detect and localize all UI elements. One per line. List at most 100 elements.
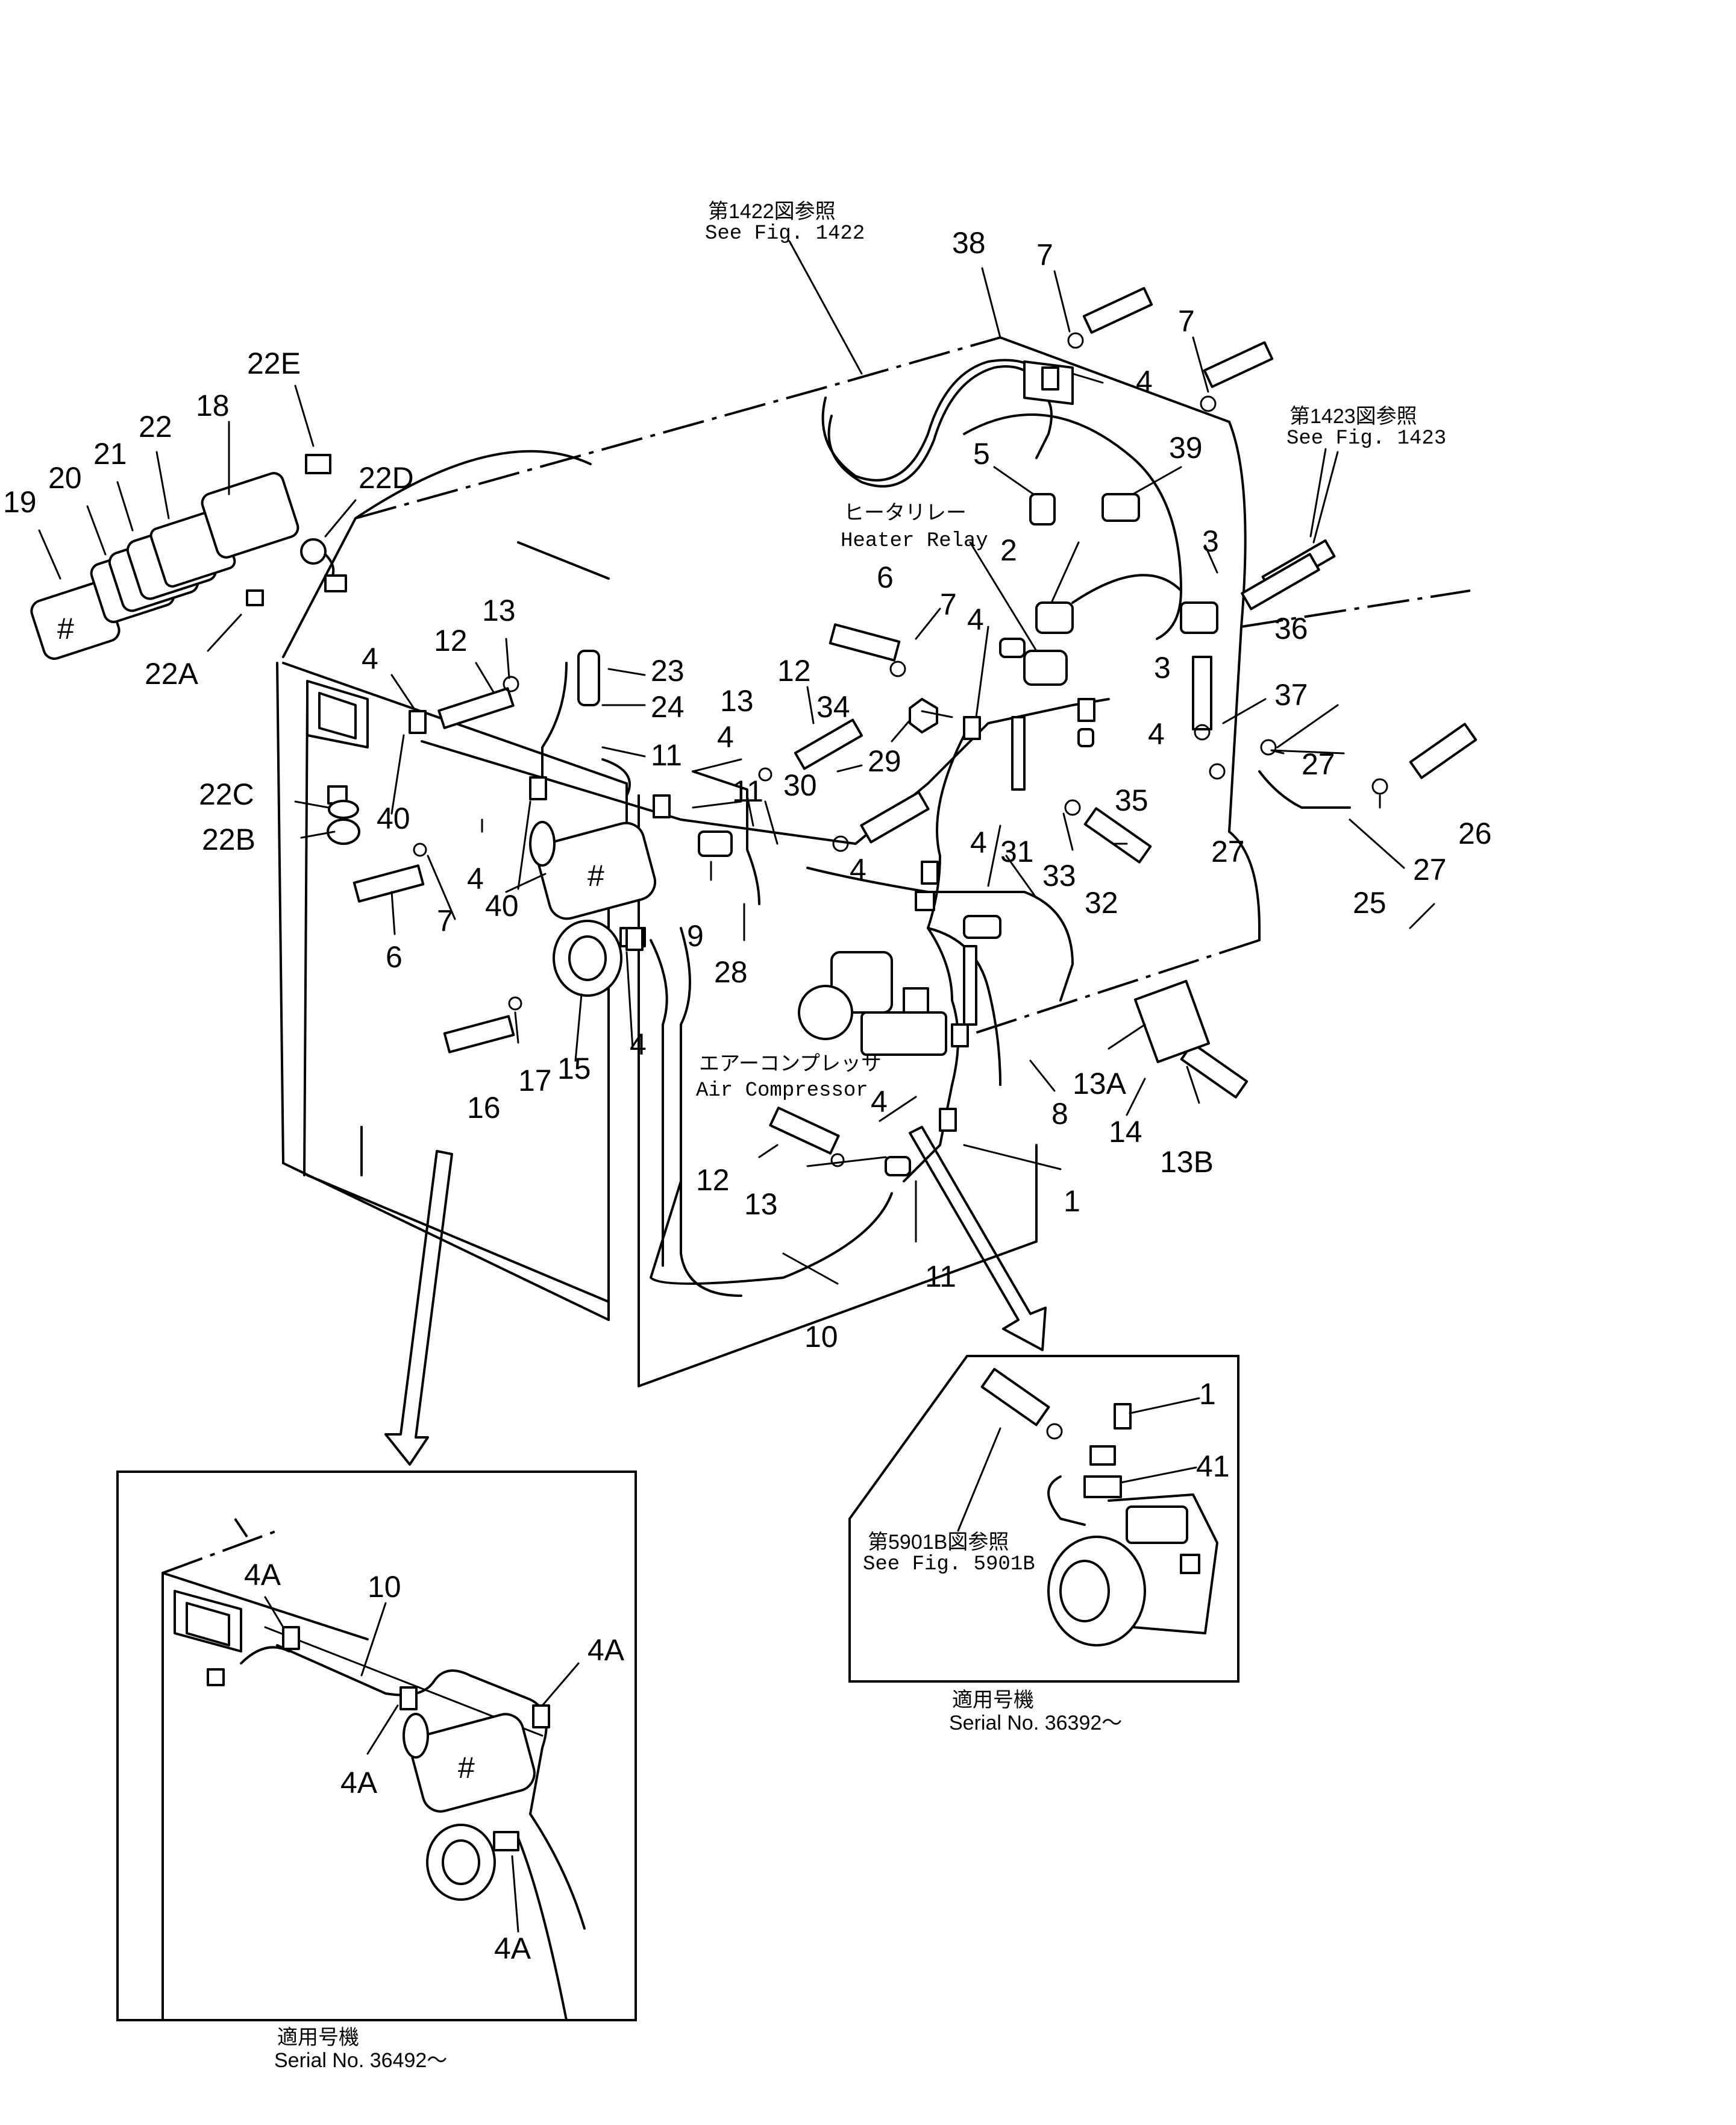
label-34: 34 (816, 690, 850, 724)
right-inset: 1 41 第5901B図参照 See Fig. 5901B 適用号機 Seria… (848, 1355, 1239, 1734)
left-inset: # 4A 10 4A 4A 4A 適用号機 Serial No. 36492～ (116, 1471, 637, 2072)
label-9: 9 (687, 919, 704, 953)
label-16: 16 (467, 1091, 501, 1125)
leader-lines (38, 240, 1435, 1285)
label-6b: 6 (386, 940, 403, 974)
label-7b: 7 (1178, 304, 1195, 338)
label-4i: 4 (467, 862, 484, 896)
fig-5901b-jp: 第5901B図参照 (868, 1531, 1009, 1554)
label-11b: 11 (925, 1260, 956, 1293)
label-38: 38 (952, 226, 986, 260)
label-23: 23 (651, 654, 685, 688)
label-11c: 11 (651, 738, 682, 772)
label-10: 10 (804, 1320, 838, 1354)
label-13A: 13A (1073, 1067, 1127, 1100)
label-15: 15 (557, 1052, 591, 1085)
inset-left-label-4A-a: 4A (244, 1558, 281, 1592)
label-22E: 22E (247, 347, 301, 380)
svg-text:第1422図参照: 第1422図参照 (708, 200, 836, 223)
label-39: 39 (1169, 431, 1203, 465)
inset-left-label-4A-c: 4A (340, 1766, 378, 1800)
label-22A: 22A (145, 657, 199, 691)
label-4b: 4 (1148, 717, 1165, 751)
label-27c: 27 (1413, 853, 1447, 887)
right-inset-caption-jp: 適用号機 (952, 1689, 1034, 1712)
svg-text:第1423図参照: 第1423図参照 (1289, 405, 1417, 428)
label-30: 30 (783, 768, 817, 802)
label-4c: 4 (970, 826, 987, 859)
label-28: 28 (714, 955, 748, 989)
work-lamp-assembly: # (30, 454, 360, 845)
inset-left-label-4A-b: 4A (588, 1633, 625, 1667)
part-labels: 38 7 7 4 5 39 3 2 36 3 37 4 35 27 26 27 … (3, 226, 1492, 1354)
label-25: 25 (1353, 886, 1387, 920)
label-22D: 22D (359, 461, 414, 495)
label-27a: 27 (1302, 747, 1335, 781)
inset-right-label-41: 41 (1196, 1449, 1230, 1483)
label-40b: 40 (485, 889, 519, 923)
label-8: 8 (1051, 1097, 1068, 1131)
label-12c: 12 (434, 624, 468, 658)
fig-1423-reference: 第1423図参照 See Fig. 1423 (1286, 405, 1446, 450)
label-7c: 7 (940, 588, 957, 621)
label-4e: 4 (717, 720, 734, 754)
label-33: 33 (1042, 859, 1076, 893)
label-4d: 4 (967, 603, 984, 636)
svg-text:Air Compressor: Air Compressor (696, 1079, 868, 1102)
label-27b: 27 (1211, 835, 1245, 868)
label-13c: 13 (482, 594, 516, 627)
label-29: 29 (868, 744, 901, 778)
label-1: 1 (1064, 1184, 1080, 1218)
label-31: 31 (1000, 835, 1034, 868)
label-7d: 7 (437, 904, 454, 938)
svg-text:Heater Relay: Heater Relay (841, 530, 988, 553)
label-22: 22 (139, 410, 172, 444)
label-22C: 22C (199, 777, 254, 811)
label-6a: 6 (877, 560, 894, 594)
inset-left-label-4A-d: 4A (494, 1932, 531, 1965)
svg-text:エアーコンプレッサ: エアーコンプレッサ (699, 1052, 882, 1075)
label-22B: 22B (202, 823, 255, 856)
label-4g: 4 (871, 1085, 888, 1119)
inset-arrows (384, 1126, 1047, 1466)
air-compressor-label: エアーコンプレッサ Air Compressor (696, 1052, 882, 1102)
label-21: 21 (93, 437, 127, 471)
right-inset-caption-en: Serial No. 36392～ (949, 1712, 1122, 1734)
label-13B: 13B (1160, 1145, 1214, 1179)
label-17: 17 (518, 1064, 552, 1097)
inset-left-label-10: 10 (368, 1570, 401, 1604)
label-13a: 13 (720, 684, 754, 718)
label-11a: 11 (732, 774, 763, 808)
label-7a: 7 (1036, 238, 1053, 272)
label-3a: 3 (1202, 524, 1219, 558)
fig-1422-reference: 第1422図参照 See Fig. 1422 (705, 200, 865, 245)
label-2: 2 (1000, 533, 1017, 567)
sensors-connectors (577, 360, 1320, 1176)
label-26: 26 (1458, 817, 1492, 850)
label-24: 24 (651, 690, 685, 724)
label-5: 5 (973, 437, 990, 471)
label-35: 35 (1115, 783, 1148, 817)
label-4h: 4 (630, 1028, 647, 1061)
svg-text:ヒータリレー: ヒータリレー (844, 501, 967, 524)
cab-outline (276, 336, 1471, 1387)
label-3b: 3 (1154, 651, 1171, 685)
fig-5901b-en: See Fig. 5901B (863, 1553, 1035, 1576)
inset-right-label-1: 1 (1199, 1377, 1216, 1411)
svg-text:#: # (458, 1751, 475, 1784)
svg-text:See Fig. 1422: See Fig. 1422 (705, 222, 865, 245)
horn-and-lamp: # (529, 821, 657, 997)
label-14: 14 (1109, 1115, 1142, 1149)
svg-text:See Fig. 1423: See Fig. 1423 (1286, 427, 1446, 450)
label-13b: 13 (744, 1187, 778, 1221)
label-32: 32 (1085, 886, 1118, 920)
svg-text:#: # (588, 859, 604, 893)
label-12b: 12 (696, 1163, 730, 1197)
label-40a: 40 (377, 802, 410, 835)
clips (409, 366, 1095, 1132)
wire-harness (421, 359, 1351, 1285)
label-36: 36 (1274, 612, 1308, 645)
left-inset-caption-en: Serial No. 36492～ (274, 2049, 447, 2072)
label-37: 37 (1274, 678, 1308, 712)
svg-text:#: # (57, 612, 74, 645)
